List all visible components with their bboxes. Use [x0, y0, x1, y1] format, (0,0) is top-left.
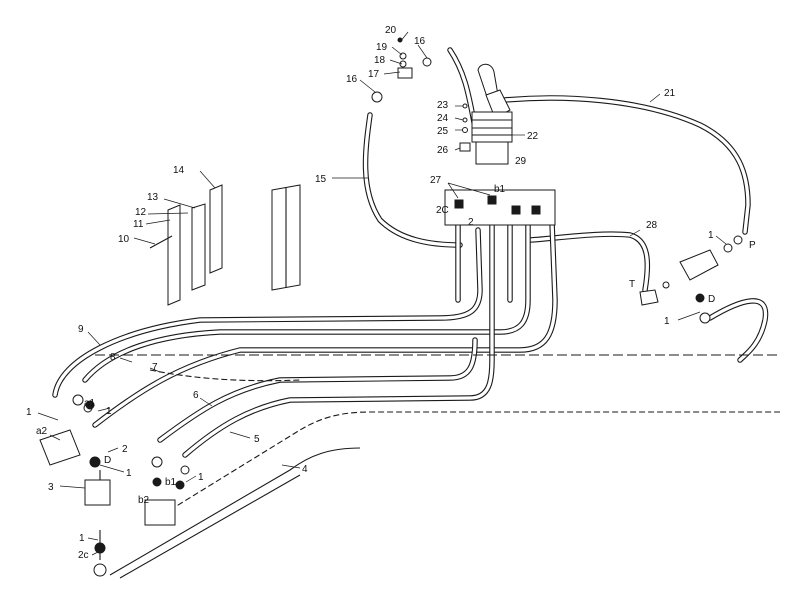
callout-label: 27	[430, 175, 442, 186]
callout-label: 1	[79, 533, 85, 544]
callout-label: 25	[437, 126, 449, 137]
callout-label: 16	[414, 36, 426, 47]
callout-label: a2	[36, 426, 48, 437]
callout-label: 1	[126, 468, 132, 479]
callout-label: 17	[368, 69, 380, 80]
callout-label: 2C	[436, 205, 449, 216]
callout-label: b1	[165, 477, 177, 488]
leader-lines	[37, 31, 727, 556]
callout-label: 1	[708, 230, 714, 241]
callout-label: a1	[84, 398, 96, 409]
callout-label: 10	[118, 234, 130, 245]
callout-label: 3	[48, 482, 54, 493]
callout-label: 29	[515, 156, 527, 167]
hose-lines	[52, 47, 780, 579]
callout-label: 20	[385, 25, 397, 36]
callout-label: b1	[494, 184, 506, 195]
joystick-assembly	[471, 63, 513, 165]
callout-label: 1	[198, 472, 204, 483]
callout-label: 21	[664, 88, 676, 99]
callout-label: P	[749, 240, 756, 251]
callout-label: 13	[147, 192, 159, 203]
top-fittings	[371, 37, 471, 152]
callout-label: 24	[437, 113, 449, 124]
left-manifold-blocks	[39, 394, 190, 577]
callout-label: 14	[173, 165, 185, 176]
right-fittings	[639, 235, 743, 324]
callout-label: 12	[135, 207, 147, 218]
callout-labels: 20 19 18 16 17 16 21 23 24 25 22 26 29 1…	[26, 25, 756, 561]
callout-label: 8	[110, 352, 116, 363]
callout-label: 1	[664, 316, 670, 327]
callout-label: 2	[122, 444, 128, 455]
mounting-bars	[149, 184, 301, 306]
callout-label: 6	[193, 390, 199, 401]
callout-label: 4	[302, 464, 308, 475]
callout-label: T	[629, 279, 635, 290]
callout-label: 19	[376, 42, 388, 53]
callout-label: 9	[78, 324, 84, 335]
callout-label: 5	[254, 434, 260, 445]
callout-label: 22	[527, 131, 539, 142]
callout-label: 16	[346, 74, 358, 85]
callout-label: 23	[437, 100, 449, 111]
callout-label: b2	[138, 495, 150, 506]
control-valve-block	[444, 189, 556, 226]
callout-label: 1	[106, 406, 112, 417]
callout-label: 28	[646, 220, 658, 231]
callout-label: 7	[152, 362, 158, 373]
callout-label: 2c	[78, 550, 89, 561]
callout-label: 1	[26, 407, 32, 418]
callout-label: D	[708, 294, 715, 305]
callout-label: 15	[315, 174, 327, 185]
callout-label: 18	[374, 55, 386, 66]
callout-label: 11	[133, 219, 144, 230]
callout-label: 2	[468, 217, 474, 228]
callout-label: 26	[437, 145, 449, 156]
callout-label: D	[104, 455, 111, 466]
